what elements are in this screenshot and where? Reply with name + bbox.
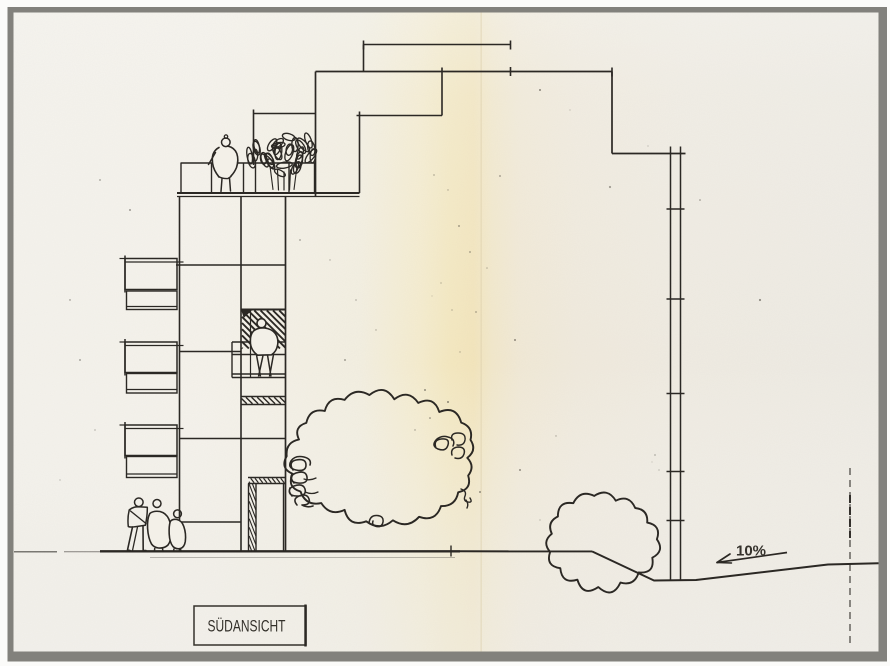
svg-text:SÜDANSICHT: SÜDANSICHT (208, 617, 286, 636)
svg-text:10%: 10% (736, 543, 766, 560)
